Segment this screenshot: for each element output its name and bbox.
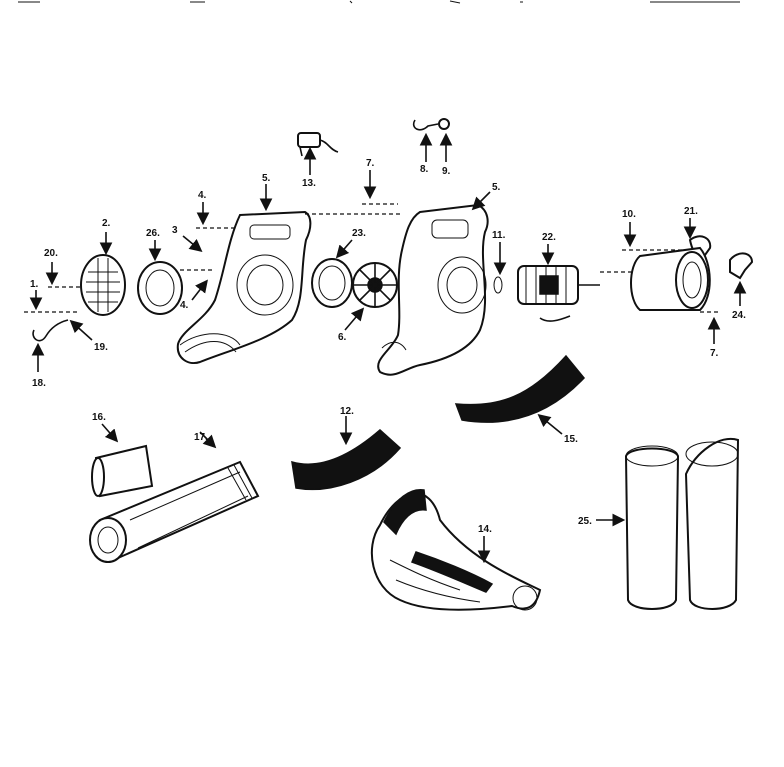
label-3: 3	[172, 225, 178, 236]
part-3-4-screws	[180, 202, 236, 301]
label-7b: 7.	[710, 348, 719, 359]
label-4b: 4.	[180, 300, 189, 311]
label-7a: 7.	[366, 158, 375, 169]
label-15: 15.	[564, 434, 578, 445]
part-14-collection-bag	[370, 489, 542, 611]
part-7-screw-top	[362, 170, 398, 205]
label-4a: 4.	[198, 190, 207, 201]
part-6-impeller	[344, 262, 398, 331]
label-12: 12.	[340, 406, 354, 417]
label-8: 8.	[420, 164, 429, 175]
part-1-screw	[24, 290, 80, 313]
part-16-coupler	[91, 423, 154, 498]
label-17: 17.	[194, 432, 208, 443]
label-5b: 5.	[492, 182, 501, 193]
part-7-screw-right	[700, 311, 721, 344]
label-13: 13.	[302, 178, 316, 189]
part-25-extension-tubes	[596, 437, 740, 610]
label-20: 20.	[44, 248, 58, 259]
part-13-switch	[297, 132, 339, 175]
part-5-left-housing	[176, 184, 400, 364]
label-9: 9.	[442, 166, 451, 177]
part-24-clip	[729, 252, 754, 306]
part-23-ring	[311, 239, 353, 308]
label-21: 21.	[684, 206, 698, 217]
part-11-o-ring	[493, 242, 507, 294]
top-edge-marks	[18, 0, 740, 4]
label-10: 10.	[622, 209, 636, 220]
label-6: 6.	[338, 332, 347, 343]
part-12-curved-nozzle	[291, 416, 402, 491]
label-16: 16.	[92, 412, 106, 423]
part-22-motor	[517, 244, 600, 322]
label-22: 22.	[542, 232, 556, 243]
part-15-nozzle	[454, 354, 585, 435]
part-18-19-cord	[31, 319, 93, 372]
part-2-intake-grille	[80, 232, 126, 316]
part-20-screw	[45, 262, 82, 288]
label-2: 2.	[102, 218, 111, 229]
part-8-9-clips	[412, 118, 453, 162]
part-5-right-housing	[377, 191, 491, 376]
label-11: 11.	[492, 230, 506, 241]
label-25: 25.	[578, 516, 592, 527]
label-5a: 5.	[262, 173, 271, 184]
part-labels: 1. 2. 3 4. 4. 5. 5. 6. 7. 7. 8. 9. 10. 1…	[30, 158, 746, 535]
part-10-screw	[622, 222, 690, 251]
part-rear-cover	[600, 246, 711, 311]
label-24: 24.	[732, 310, 746, 321]
part-17-tube	[89, 431, 260, 563]
label-14: 14.	[478, 524, 492, 535]
label-23: 23.	[352, 228, 366, 239]
label-26: 26.	[146, 228, 160, 239]
label-19: 19.	[94, 342, 108, 353]
label-18: 18.	[32, 378, 46, 389]
part-26-ring	[137, 240, 183, 315]
label-1: 1.	[30, 279, 39, 290]
